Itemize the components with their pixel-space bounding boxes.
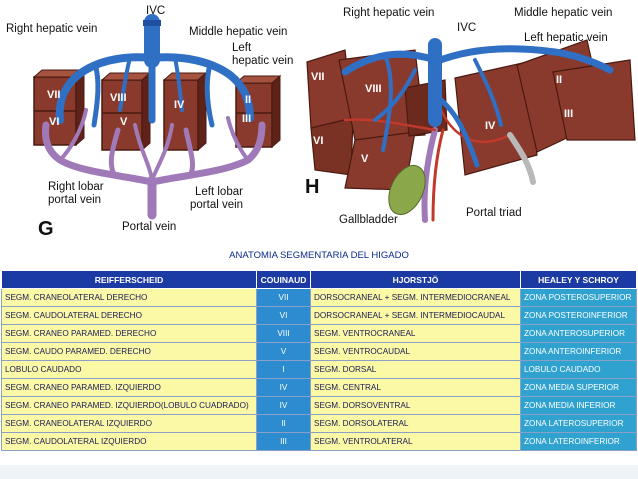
cell-couinaud: VIII <box>256 324 311 343</box>
cell-healey-schroy: ZONA ANTEROINFERIOR <box>520 342 637 361</box>
segment-label: II <box>556 74 563 86</box>
table-row: SEGM. CRANEO PARAMED. DERECHO VIII SEGM.… <box>1 324 637 343</box>
segment-label: III <box>242 113 252 125</box>
cell-hjortsjo: DORSOCRANEAL + SEGM. INTERMEDIOCRANEAL <box>310 288 521 307</box>
cell-couinaud: III <box>256 432 311 451</box>
cell-reifferscheid: SEGM. CRANEO PARAMED. IZQUIERDO(LOBULO C… <box>1 396 257 415</box>
table-row: SEGM. CRANEO PARAMED. IZQUIERDO(LOBULO C… <box>1 396 637 415</box>
table-title: ANATOMIA SEGMENTARIA DEL HIGADO <box>229 250 409 261</box>
cell-healey-schroy: ZONA MEDIA INFERIOR <box>520 396 637 415</box>
cell-couinaud: VII <box>256 288 311 307</box>
segment-label: II <box>245 94 252 106</box>
label-middle-hepatic-vein: Middle hepatic vein <box>189 26 288 38</box>
cell-reifferscheid: SEGM. CRANEO PARAMED. DERECHO <box>1 324 257 343</box>
cell-healey-schroy: ZONA LATEROINFERIOR <box>520 432 637 451</box>
cell-hjortsjo: SEGM. VENTROCAUDAL <box>310 342 521 361</box>
segment-label: I <box>446 88 450 100</box>
header-hjortsjo: HJORSTJÖ <box>310 270 521 289</box>
header-healey-schroy: HEALEY Y SCHROY <box>520 270 637 289</box>
segmental-anatomy-table: REIFFERSCHEID COUINAUD HJORSTJÖ HEALEY Y… <box>1 270 637 451</box>
segment-label: VI <box>49 116 60 128</box>
label-left-lobar-portal-vein-2: portal vein <box>190 199 244 211</box>
cell-healey-schroy: ZONA MEDIA SUPERIOR <box>520 378 637 397</box>
cell-reifferscheid: LOBULO CAUDADO <box>1 360 257 379</box>
cell-healey-schroy: ZONA POSTEROINFERIOR <box>520 306 637 325</box>
panel-g-illustration <box>32 14 282 220</box>
cell-hjortsjo: DORSOCRANEAL + SEGM. INTERMEDIOCAUDAL <box>310 306 521 325</box>
liver-blocks <box>32 68 282 152</box>
label-right-lobar-portal-vein-2: portal vein <box>48 194 102 206</box>
cell-couinaud: IV <box>256 378 311 397</box>
label-right-hepatic-vein: Right hepatic vein <box>6 23 98 35</box>
segment-label: V <box>120 116 128 128</box>
cell-reifferscheid: SEGM. CRANEOLATERAL DERECHO <box>1 288 257 307</box>
hepatic-vein-tree <box>55 14 254 128</box>
table-row: SEGM. CRANEOLATERAL IZQUIERDO II SEGM. D… <box>1 414 637 433</box>
diagram-panel-g: IVC Right hepatic vein Middle hepatic ve… <box>0 0 305 243</box>
panel-letter-h: H <box>305 176 320 198</box>
panel-letter-g: G <box>38 218 54 240</box>
cell-healey-schroy: LOBULO CAUDADO <box>520 360 637 379</box>
liver-chunks <box>306 39 636 191</box>
label-right-lobar-portal-vein-1: Right lobar <box>48 181 104 193</box>
cell-hjortsjo: SEGM. VENTROCRANEAL <box>310 324 521 343</box>
segment-label: V <box>361 153 369 165</box>
cell-couinaud: V <box>256 342 311 361</box>
cell-couinaud: IV <box>256 396 311 415</box>
cell-healey-schroy: ZONA LATEROSUPERIOR <box>520 414 637 433</box>
panel-h-illustration <box>306 38 636 223</box>
cell-hjortsjo: SEGM. DORSOVENTRAL <box>310 396 521 415</box>
cell-couinaud: II <box>256 414 311 433</box>
segment-label: IV <box>485 120 496 132</box>
cell-reifferscheid: SEGM. CRANEO PARAMED. IZQUIERDO <box>1 378 257 397</box>
label-gallbladder: Gallbladder <box>339 214 398 226</box>
table-row: LOBULO CAUDADO I SEGM. DORSAL LOBULO CAU… <box>1 360 637 379</box>
cell-hjortsjo: SEGM. CENTRAL <box>310 378 521 397</box>
cell-hjortsjo: SEGM. DORSAL <box>310 360 521 379</box>
gallbladder-shape <box>388 164 426 216</box>
label-portal-vein: Portal vein <box>122 221 177 233</box>
hepatic-vein-tree <box>341 38 614 168</box>
label-left-hepatic-vein-2: hepatic vein <box>232 55 294 67</box>
header-couinaud: COUINAUD <box>256 270 311 289</box>
segment-label: VII <box>311 71 325 83</box>
label-ivc: IVC <box>146 5 166 17</box>
table-row: SEGM. CAUDOLATERAL IZQUIERDO III SEGM. V… <box>1 432 637 451</box>
cell-reifferscheid: SEGM. CAUDO PARAMED. DERECHO <box>1 342 257 361</box>
cell-reifferscheid: SEGM. CAUDOLATERAL DERECHO <box>1 306 257 325</box>
table-row: SEGM. CAUDO PARAMED. DERECHO V SEGM. VEN… <box>1 342 637 361</box>
cell-reifferscheid: SEGM. CAUDOLATERAL IZQUIERDO <box>1 432 257 451</box>
segment-label: IV <box>174 99 185 111</box>
cell-hjortsjo: SEGM. DORSOLATERAL <box>310 414 521 433</box>
footer-strip <box>0 465 638 479</box>
label-middle-hepatic-vein: Middle hepatic vein <box>514 7 613 19</box>
label-portal-triad: Portal triad <box>466 207 522 219</box>
header-reifferscheid: REIFFERSCHEID <box>1 270 257 289</box>
cell-healey-schroy: ZONA POSTEROSUPERIOR <box>520 288 637 307</box>
segment-label: VI <box>313 135 324 147</box>
cell-reifferscheid: SEGM. CRANEOLATERAL IZQUIERDO <box>1 414 257 433</box>
table-row: SEGM. CRANEO PARAMED. IZQUIERDO IV SEGM.… <box>1 378 637 397</box>
segment-label: III <box>564 108 574 120</box>
table-row: SEGM. CAUDOLATERAL DERECHO VI DORSOCRANE… <box>1 306 637 325</box>
cell-healey-schroy: ZONA ANTEROSUPERIOR <box>520 324 637 343</box>
label-ivc: IVC <box>457 22 477 34</box>
table-header-row: REIFFERSCHEID COUINAUD HJORSTJÖ HEALEY Y… <box>1 270 637 289</box>
cell-hjortsjo: SEGM. VENTROLATERAL <box>310 432 521 451</box>
diagram-panel-h: Right hepatic vein IVC Middle hepatic ve… <box>305 0 638 243</box>
segment-label: VIII <box>110 92 127 104</box>
segment-label: VIII <box>365 83 382 95</box>
portal-vein-tree <box>42 108 266 220</box>
label-left-hepatic-vein-1: Left <box>232 42 252 54</box>
cell-couinaud: I <box>256 360 311 379</box>
segment-label: VII <box>47 89 61 101</box>
label-left-hepatic-vein: Left hepatic vein <box>524 32 608 44</box>
label-right-hepatic-vein: Right hepatic vein <box>343 7 435 19</box>
label-left-lobar-portal-vein-1: Left lobar <box>195 186 243 198</box>
table-row: SEGM. CRANEOLATERAL DERECHO VII DORSOCRA… <box>1 288 637 307</box>
cell-couinaud: VI <box>256 306 311 325</box>
